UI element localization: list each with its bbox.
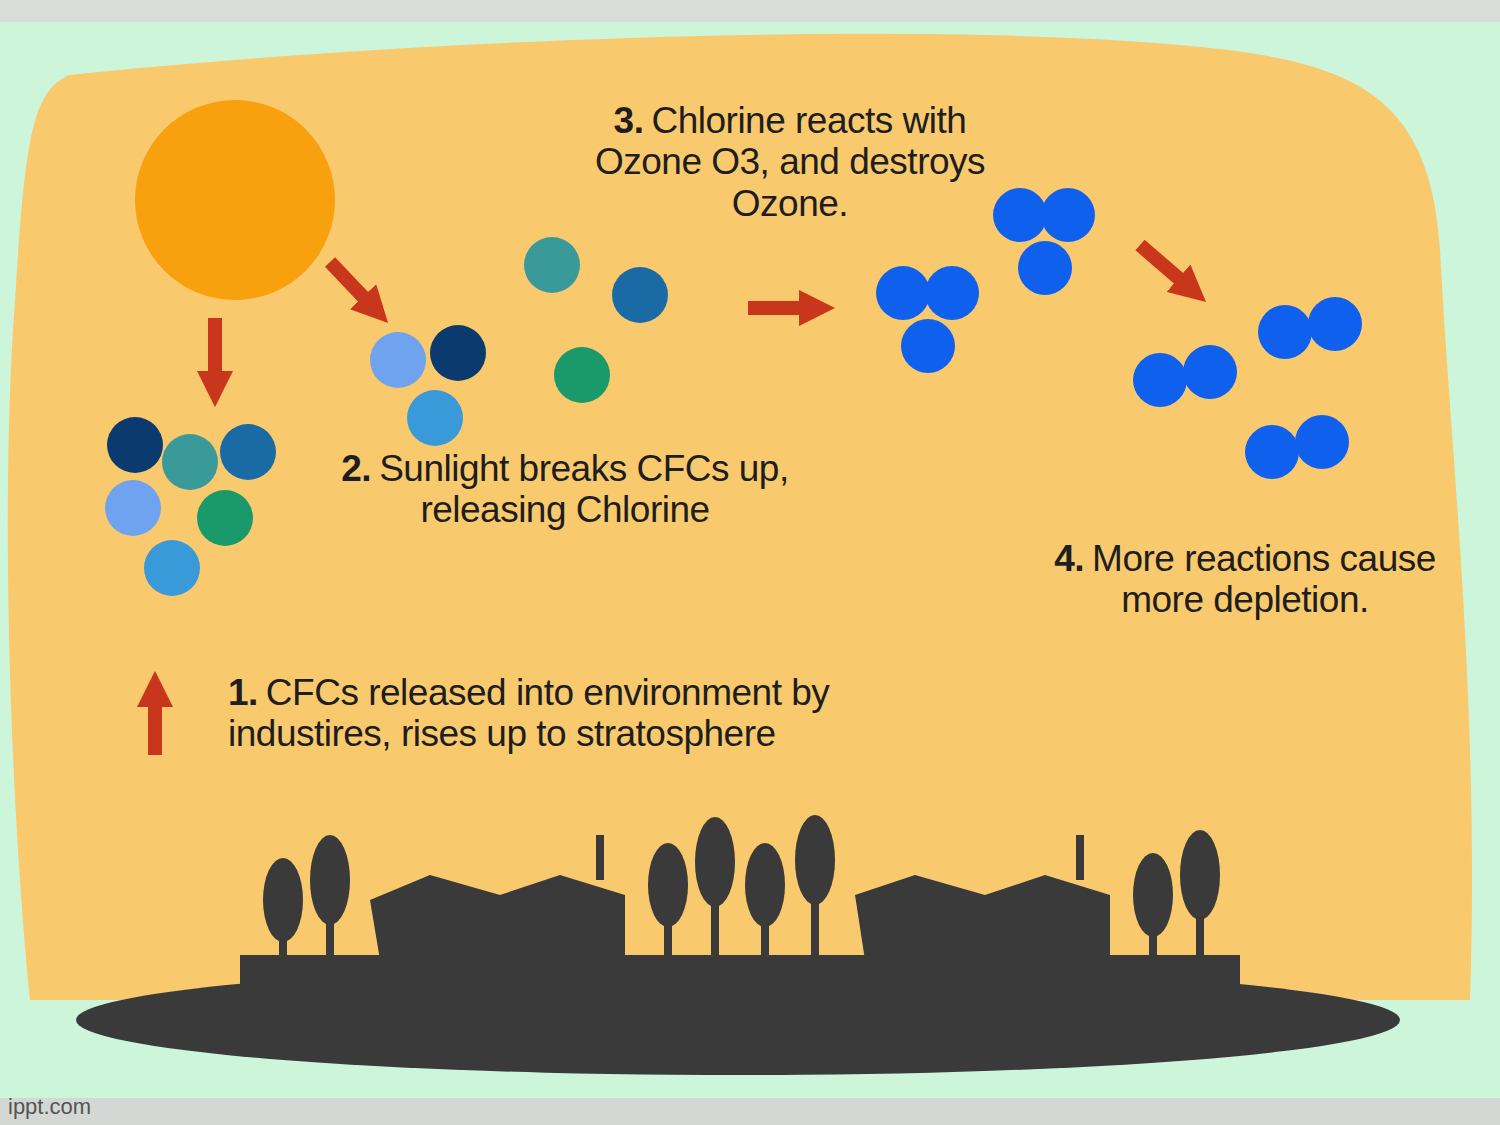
callout-number: 2. xyxy=(341,448,371,489)
ozone-molecules xyxy=(876,188,1095,373)
step-text: Chlorine reacts with Ozone O3, and destr… xyxy=(595,100,985,224)
watermark: ippt.com xyxy=(8,1094,91,1120)
oxygen-molecules xyxy=(1133,297,1362,479)
sky-blob xyxy=(8,34,1472,1000)
bottom-band xyxy=(0,1098,1500,1125)
town-silhouette xyxy=(76,815,1400,1075)
step-text: Sunlight breaks CFCs up, releasing Chlor… xyxy=(379,448,789,530)
callout-number: 1. xyxy=(228,672,258,713)
step-callout: 1.CFCs released into environment by indu… xyxy=(228,672,888,755)
cfc-molecule xyxy=(105,417,276,596)
arrows xyxy=(155,245,1184,755)
step-callout: 4.More reactions cause more depletion. xyxy=(1040,538,1450,621)
callout-number: 4. xyxy=(1054,538,1084,579)
step-text: CFCs released into environment by indust… xyxy=(228,672,829,754)
step-text: More reactions cause more depletion. xyxy=(1092,538,1436,620)
callout-number: 3. xyxy=(614,100,644,141)
step-callout: 2.Sunlight breaks CFCs up, releasing Chl… xyxy=(325,448,805,531)
top-band xyxy=(0,0,1500,22)
sun xyxy=(135,100,335,300)
step-callout: 3.Chlorine reacts with Ozone O3, and des… xyxy=(585,100,995,224)
broken-cfc xyxy=(370,237,668,446)
